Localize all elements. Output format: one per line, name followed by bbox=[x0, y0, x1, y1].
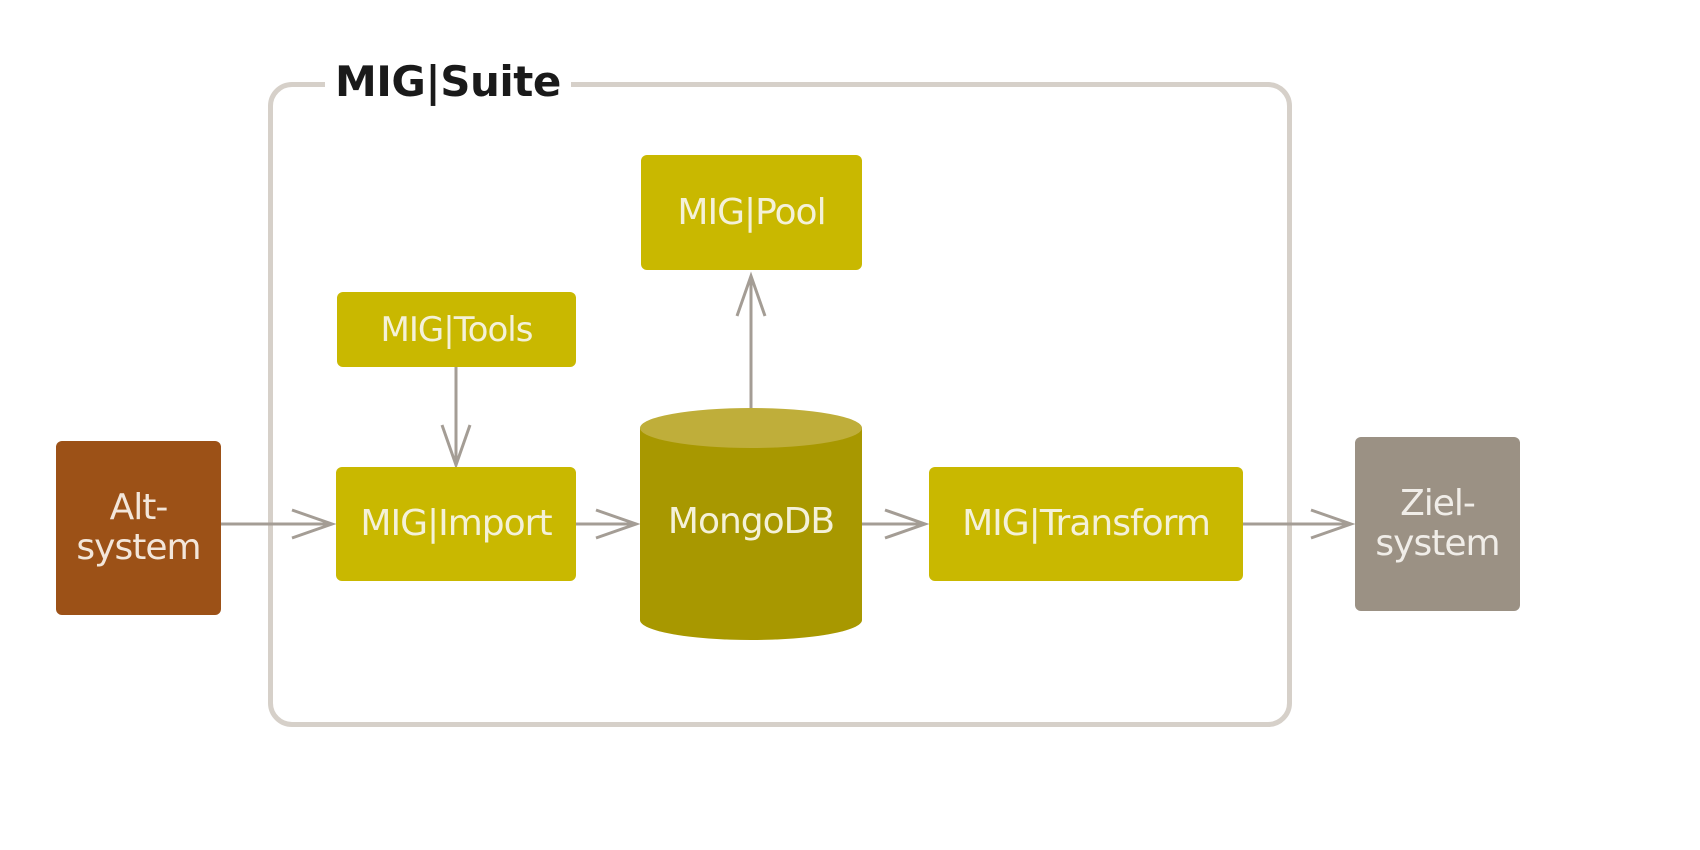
arrowhead-icon bbox=[440, 424, 472, 470]
node-mig-tools[interactable]: MIG|Tools bbox=[337, 292, 576, 367]
arrowhead-icon bbox=[735, 271, 767, 317]
node-alt-system[interactable]: Alt- system bbox=[56, 441, 221, 615]
edge-alt-to-import bbox=[221, 508, 337, 540]
node-mig-pool[interactable]: MIG|Pool bbox=[641, 155, 862, 270]
suite-title: MIG|Suite bbox=[325, 56, 571, 108]
arrowhead-icon bbox=[291, 508, 337, 540]
node-mig-import-label: MIG|Import bbox=[360, 503, 552, 544]
arrowhead-icon bbox=[595, 508, 641, 540]
arrowhead-icon bbox=[884, 508, 930, 540]
node-alt-system-line1: Alt- bbox=[109, 487, 169, 528]
edge-mongodb-to-pool bbox=[735, 271, 767, 410]
node-mig-transform[interactable]: MIG|Transform bbox=[929, 467, 1243, 581]
node-ziel-system[interactable]: Ziel- system bbox=[1355, 437, 1520, 611]
edge-mongodb-to-transform bbox=[862, 508, 930, 540]
edge-transform-to-ziel bbox=[1243, 508, 1356, 540]
node-ziel-system-line2: system bbox=[1375, 523, 1500, 564]
mig-suite-container bbox=[268, 82, 1292, 727]
node-mig-transform-label: MIG|Transform bbox=[962, 503, 1211, 544]
node-ziel-system-line1: Ziel- bbox=[1400, 483, 1476, 524]
node-mongodb-label[interactable]: MongoDB bbox=[667, 501, 835, 542]
node-mig-import[interactable]: MIG|Import bbox=[336, 467, 576, 581]
edge-tools-to-import bbox=[440, 367, 472, 470]
mongodb-cylinder-icon bbox=[640, 408, 862, 640]
edge-import-to-mongodb bbox=[576, 508, 641, 540]
node-mig-pool-label: MIG|Pool bbox=[677, 191, 826, 233]
node-alt-system-line2: system bbox=[76, 527, 201, 568]
node-mig-tools-label: MIG|Tools bbox=[380, 309, 534, 350]
arrowhead-icon bbox=[1310, 508, 1356, 540]
